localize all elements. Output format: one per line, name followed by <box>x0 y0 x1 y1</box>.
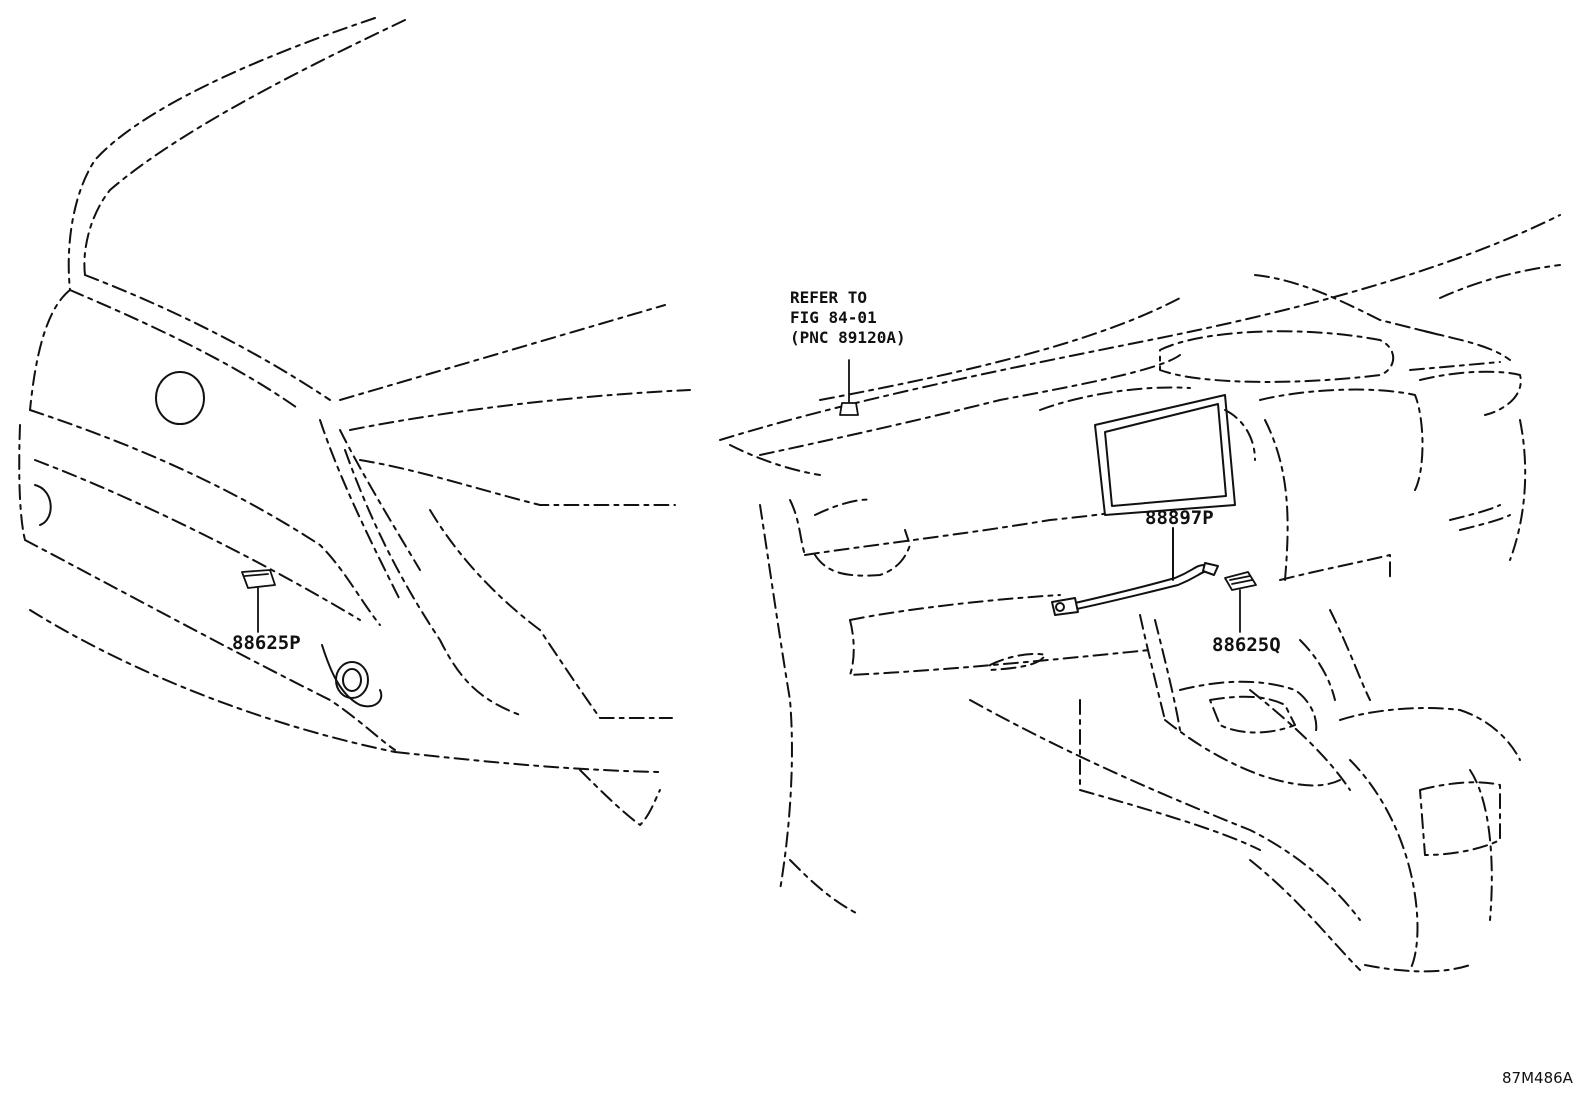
refer-line-1: REFER TO <box>790 288 868 307</box>
left-fog-light <box>34 484 52 526</box>
label-88897P: 88897P <box>1145 507 1214 529</box>
right-fog-light <box>321 644 383 708</box>
clip-89120A <box>839 359 859 416</box>
cable-88897P <box>1051 527 1219 616</box>
car-front-outline <box>18 17 691 826</box>
refer-to-note: REFER TO FIG 84-01 (PNC 89120A) <box>790 288 906 348</box>
sensor-88625P <box>241 569 276 633</box>
figure-code: 87M486A <box>1502 1069 1573 1087</box>
center-display <box>1039 386 1256 516</box>
label-88625P: 88625P <box>232 632 301 654</box>
refer-line-2: FIG 84-01 <box>790 308 877 327</box>
connector-88625Q <box>1224 571 1257 633</box>
emblem-outline <box>155 371 205 425</box>
refer-line-3: (PNC 89120A) <box>790 328 906 347</box>
label-88625Q: 88625Q <box>1212 634 1281 656</box>
